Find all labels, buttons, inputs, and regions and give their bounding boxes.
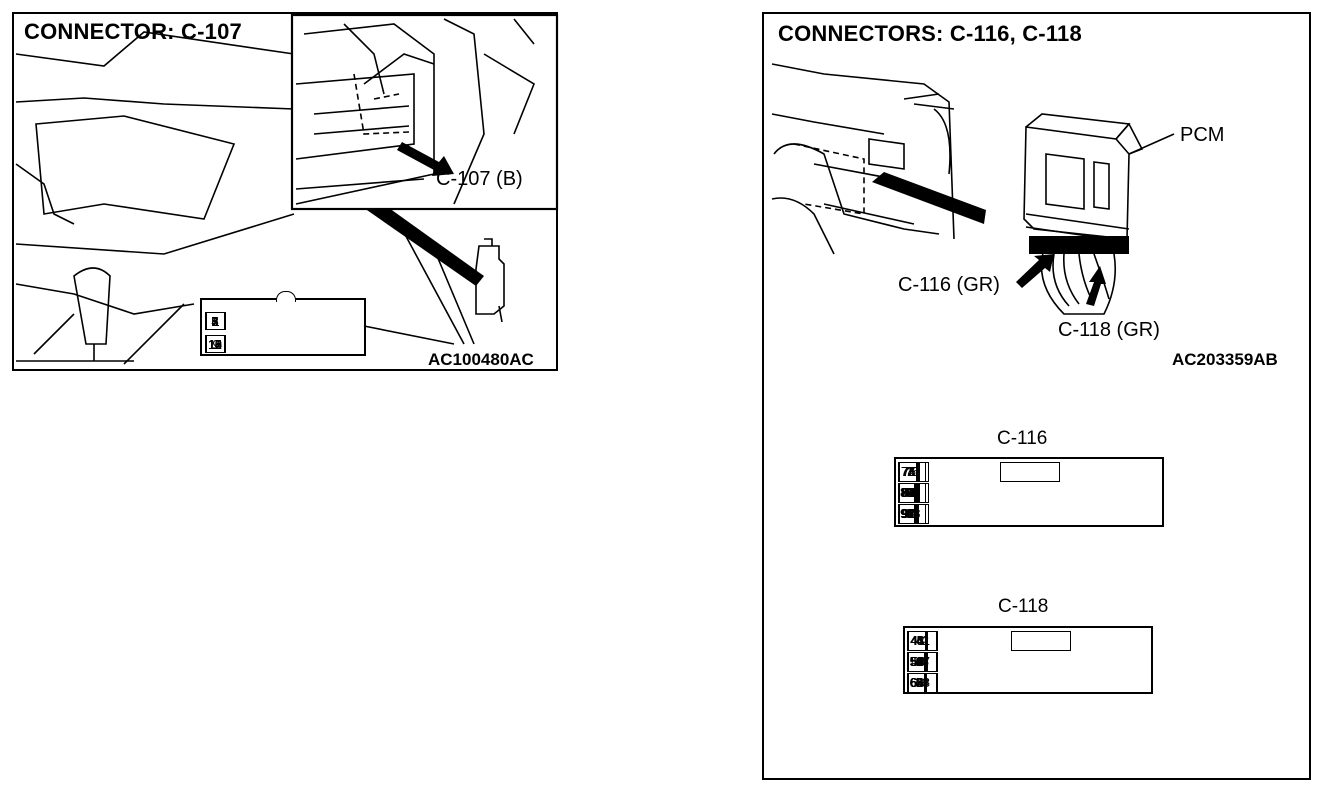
pin-cell: 66 xyxy=(907,673,927,693)
c203-figure-code: AC203359AB xyxy=(1172,350,1278,369)
c107-title: CONNECTOR: C-107 xyxy=(24,19,242,44)
pin-cell: 46 xyxy=(907,631,927,651)
c107-callout: C-107 (B) xyxy=(436,168,523,190)
c116-callout: C-116 (GR) xyxy=(898,274,1000,296)
pcm-label: PCM xyxy=(1180,124,1225,146)
pin-cell: 57 xyxy=(907,652,927,672)
c107-pin: 8 xyxy=(205,312,225,330)
c118-callout: C-118 (GR) xyxy=(1058,319,1160,341)
pcm-location-illustration xyxy=(771,63,1175,315)
c118-header-key xyxy=(1011,631,1071,651)
connectors-c116-c118-panel: CONNECTORS: C-116, C-118 PCM C-116 (GR) … xyxy=(762,12,1311,780)
c107-figure-code: AC100480AC xyxy=(428,350,534,369)
c118-heading: C-118 xyxy=(998,596,1049,617)
c116-header-key xyxy=(1000,462,1060,482)
c116-heading: C-116 xyxy=(997,428,1048,449)
pin-cell: 89 xyxy=(898,483,929,503)
c116-c118-title: CONNECTORS: C-116, C-118 xyxy=(778,21,1082,46)
c107-pin: 16 xyxy=(205,335,225,353)
c107-latch xyxy=(276,291,296,302)
c107-location-illustration xyxy=(15,13,559,365)
pin-cell: 98 xyxy=(898,504,929,524)
pin-cell: 77 xyxy=(898,462,929,482)
